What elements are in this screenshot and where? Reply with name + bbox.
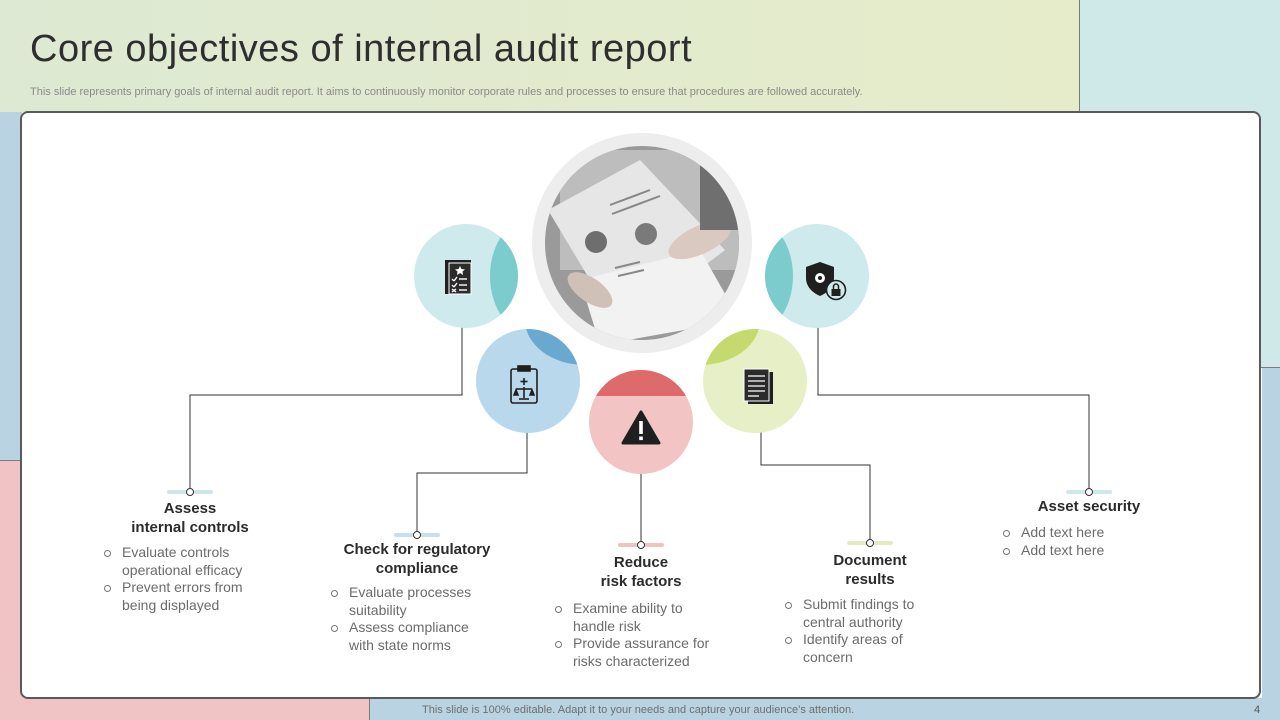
- title-line: Asset security: [1037, 498, 1141, 515]
- list-item: Identify areas of concern: [784, 631, 944, 666]
- markers: [167, 488, 1112, 549]
- objective-bullets-document: Submit findings to central authority Ide…: [784, 596, 944, 666]
- list-item: Assess compliance with state norms: [330, 619, 495, 654]
- title-line: Assess: [163, 500, 217, 517]
- objective-title-risk: Reduce risk factors: [561, 553, 721, 591]
- objective-circle-document: [703, 329, 807, 433]
- divider: [0, 460, 22, 461]
- footer-note: This slide is 100% editable. Adapt it to…: [422, 704, 855, 716]
- page-subtitle: This slide represents primary goals of i…: [30, 86, 863, 98]
- legal-clipboard-icon: [510, 365, 538, 404]
- list-item: Add text here: [1002, 524, 1162, 542]
- objective-bullets-risk: Examine ability to handle risk Provide a…: [554, 600, 724, 670]
- marker-dot: [413, 531, 421, 539]
- audit-report-photo: [532, 133, 752, 353]
- list-item: Add text here: [1002, 542, 1162, 560]
- divider: [369, 698, 370, 720]
- objective-bullets-compliance: Evaluate processes suitability Assess co…: [330, 584, 495, 654]
- title-line: Document: [833, 552, 907, 569]
- list-item: Examine ability to handle risk: [554, 600, 724, 635]
- objective-title-document: Document results: [790, 551, 950, 589]
- page-title: Core objectives of internal audit report: [30, 28, 693, 70]
- shield-lock-icon: [806, 262, 847, 301]
- title-line: Check for regulatory: [343, 541, 491, 558]
- objective-circle-risk: [589, 370, 693, 474]
- connector-compliance: [416, 432, 528, 535]
- document-pages-icon: [743, 368, 773, 404]
- list-item: Prevent errors from being displayed: [103, 579, 263, 614]
- footer-bar: [370, 698, 1280, 720]
- marker-dot: [1085, 488, 1093, 496]
- page-number: 4: [1254, 704, 1261, 716]
- title-line: results: [845, 571, 895, 588]
- title-line: risk factors: [600, 573, 682, 590]
- objective-circle-compliance: [476, 329, 580, 433]
- decor-panel-blue-left: [0, 112, 22, 462]
- objective-title-asset: Asset security: [1009, 497, 1169, 516]
- header-background: [0, 0, 1080, 112]
- checklist-document-icon: [445, 260, 472, 295]
- list-item: Evaluate controls operational efficacy: [103, 544, 263, 579]
- connector-lines: [189, 327, 1090, 545]
- objective-title-compliance: Check for regulatory compliance: [317, 540, 517, 578]
- marker-dot: [866, 539, 874, 547]
- objective-bullets-asset: Add text here Add text here: [1002, 524, 1162, 559]
- decor-panel-blue-right: [1262, 368, 1280, 708]
- marker-dot: [186, 488, 194, 496]
- connector-asset: [817, 327, 1090, 492]
- objective-bullets-assess: Evaluate controls operational efficacy P…: [103, 544, 263, 614]
- warning-icon: [621, 410, 661, 445]
- connector-document: [760, 432, 871, 543]
- objective-title-assess: Assess internal controls: [110, 499, 270, 537]
- list-item: Provide assurance for risks characterize…: [554, 635, 724, 670]
- title-line: Reduce: [613, 554, 669, 571]
- title-line: internal controls: [131, 519, 249, 536]
- marker-dot: [637, 541, 645, 549]
- title-line: compliance: [375, 560, 459, 577]
- list-item: Evaluate processes suitability: [330, 584, 495, 619]
- connector-assess: [189, 327, 463, 492]
- list-item: Submit findings to central authority: [784, 596, 944, 631]
